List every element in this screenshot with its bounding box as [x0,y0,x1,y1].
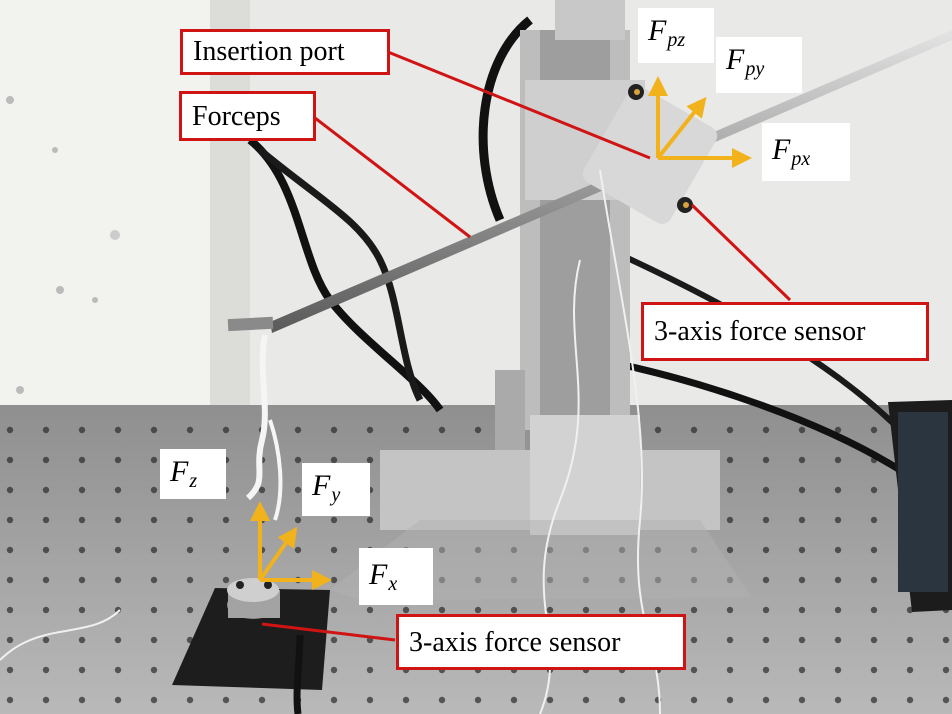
force-px-sub: px [791,148,811,170]
callout-forceps: Forceps [179,91,316,141]
leader-lines [261,50,792,642]
axis-arrow-py [656,96,707,160]
port-sensor-housing [582,86,718,224]
force-py-base: F [726,43,745,76]
force-pz-base: F [648,14,667,47]
force-x-sub: x [388,573,398,595]
sensor-base-plate [172,588,330,690]
force-pz-sub: pz [667,29,686,51]
force-label-px: Fpx [762,123,850,181]
axis-arrow-y [258,526,298,582]
callout-sensor-bottom: 3-axis force sensor [396,614,686,670]
leader-forceps [314,116,471,239]
port-force-axes [648,76,752,168]
instrument-cabinet [0,0,210,440]
leader-sensor-bottom [261,622,396,642]
force-px-base: F [772,133,791,166]
base-force-axes [250,501,332,590]
force-y-sub: y [331,484,341,506]
force-label-pz: Fpz [638,8,714,63]
callout-insertion-port: Insertion port [180,29,390,75]
force-label-z: Fz [160,449,226,499]
leader-sensor-top [690,203,792,302]
leader-insertion-port [387,50,651,160]
force-label-y: Fy [302,463,370,516]
callout-sensor-top: 3-axis force sensor [641,302,929,361]
force-y-base: F [312,469,331,502]
force-label-py: Fpy [716,37,802,93]
force-x-base: F [369,558,388,591]
force-py-sub: py [745,58,765,80]
force-z-base: F [170,455,189,488]
force-label-x: Fx [359,548,433,605]
force-z-sub: z [189,470,198,492]
